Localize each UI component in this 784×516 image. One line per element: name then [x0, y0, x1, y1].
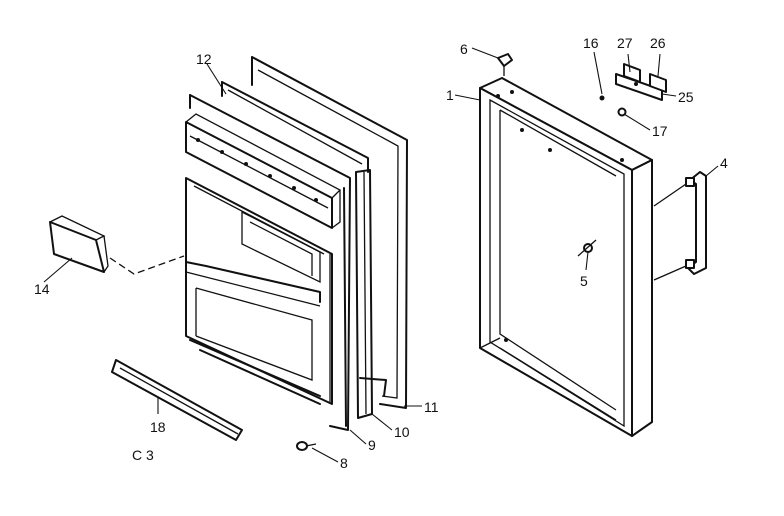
trim-part-18 — [111, 359, 243, 441]
label-12: 12 — [196, 51, 212, 67]
handle-part-4 — [653, 171, 707, 281]
label-8: 8 — [340, 455, 348, 471]
door-panel-part-1 — [479, 77, 653, 437]
label-4: 4 — [720, 155, 728, 171]
washer-part-17 — [617, 107, 627, 117]
label-16: 16 — [583, 35, 599, 51]
label-25: 25 — [678, 89, 694, 105]
breaker-strip-part-9 — [189, 94, 351, 431]
label-11: 11 — [424, 399, 439, 415]
label-27: 27 — [617, 35, 633, 51]
screw-part-8 — [296, 441, 317, 451]
handle-bracket-part-25 — [615, 63, 667, 101]
washer-part-16 — [599, 95, 605, 101]
label-18: 18 — [150, 419, 166, 435]
screw-part-6 — [497, 53, 513, 76]
label-6: 6 — [460, 41, 468, 57]
label-1: 1 — [446, 87, 454, 103]
door-liner-body — [185, 113, 342, 405]
label-5: 5 — [580, 273, 588, 289]
gasket-part-11 — [251, 56, 408, 409]
shelf-part-14 — [49, 215, 185, 275]
label-17: 17 — [652, 123, 668, 139]
label-14: 14 — [34, 281, 50, 297]
label-code: C 3 — [132, 447, 154, 463]
label-10: 10 — [394, 424, 410, 440]
label-26: 26 — [650, 35, 666, 51]
label-9: 9 — [368, 437, 376, 453]
